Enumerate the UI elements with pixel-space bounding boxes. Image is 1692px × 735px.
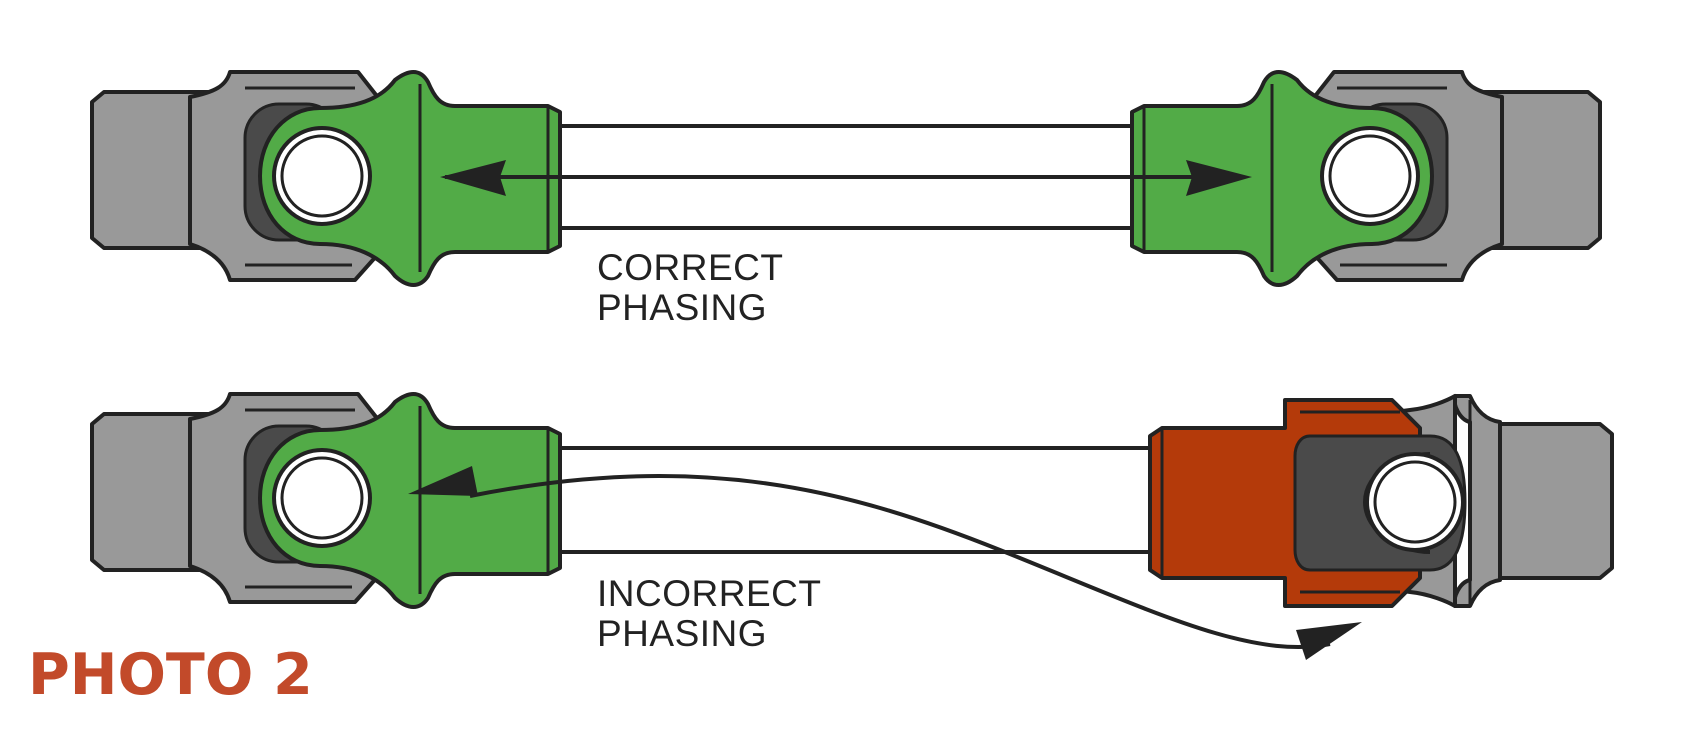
right-orange-yoke [1148, 394, 1614, 608]
right-arrow-icon [1186, 160, 1252, 196]
correct-phasing-assembly [90, 70, 1602, 287]
correct-phasing-label: CORRECT PHASING [597, 248, 783, 328]
correct-label-line2: PHASING [597, 287, 768, 328]
curve-arrow-right-icon [1296, 622, 1362, 660]
photo-label: PHOTO 2 [28, 642, 313, 708]
correct-label-line1: CORRECT [597, 247, 784, 288]
left-arrow-icon [440, 160, 506, 196]
incorrect-phasing-label: INCORRECT PHASING [597, 574, 821, 654]
incorrect-label-line1: INCORRECT [597, 573, 822, 614]
incorrect-label-line2: PHASING [597, 613, 768, 654]
curve-arrow-left-icon [408, 466, 478, 496]
left-green-yoke-bottom [90, 392, 562, 609]
incorrect-phasing-assembly [90, 392, 1614, 660]
